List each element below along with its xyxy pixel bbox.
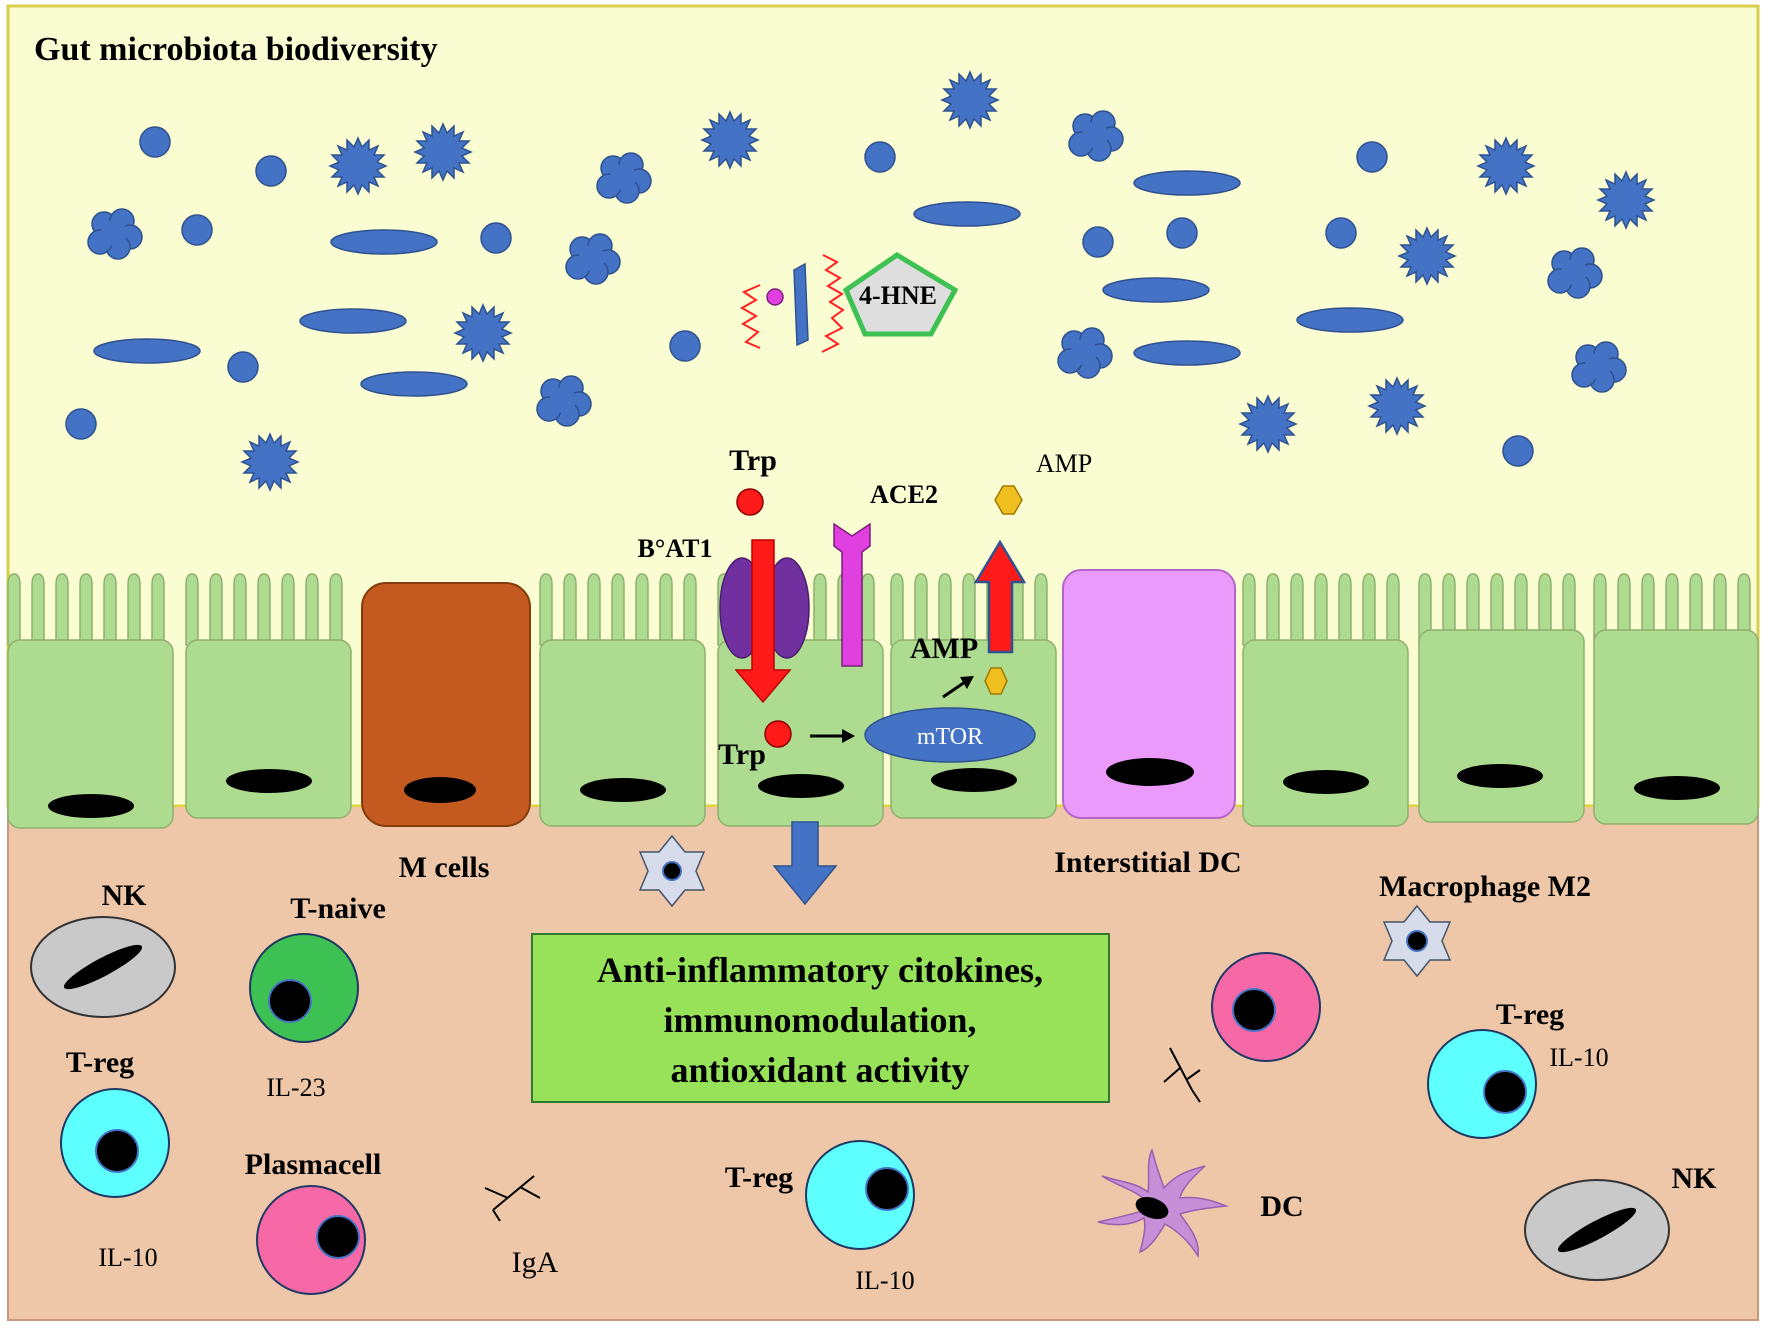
trp-label-inside: Trp xyxy=(718,738,766,771)
nk-cell-right xyxy=(1524,1179,1670,1281)
treg-left-label: T-reg xyxy=(66,1046,134,1079)
membrane-fragment xyxy=(793,262,809,347)
effect-line-2: immunomodulation, xyxy=(663,1000,976,1040)
mtor-label: mTOR xyxy=(917,724,983,750)
il10-right-label: IL-10 xyxy=(1549,1043,1608,1072)
mtor-amp-pathway: mTOR AMP AMP xyxy=(864,449,1092,763)
plasma-cell-right xyxy=(1211,952,1321,1062)
mtor-node xyxy=(864,707,1036,763)
dc-star-left xyxy=(638,834,706,908)
iga-antibody-right xyxy=(1163,1047,1201,1103)
iga-label: IgA xyxy=(512,1246,559,1279)
radical-dot xyxy=(766,288,784,306)
amp-molecule-inside xyxy=(984,667,1008,695)
enterocyte xyxy=(1593,573,1759,825)
amp-efflux-arrow xyxy=(973,539,1027,654)
il23-label: IL-23 xyxy=(266,1073,325,1102)
plasma-cell xyxy=(256,1185,366,1295)
il10-left-label: IL-10 xyxy=(98,1243,157,1272)
enterocyte xyxy=(539,573,706,827)
treg-cell-right xyxy=(1427,1029,1537,1139)
interstitial-dc-cell xyxy=(1062,569,1236,819)
trp-molecule-inside xyxy=(764,720,792,748)
bacteria-rods xyxy=(93,170,1404,397)
amp-label-inside: AMP xyxy=(910,632,978,665)
effect-line-1: Anti-inflammatory citokines, xyxy=(597,950,1043,990)
trp-transport: Trp B°AT1 Trp xyxy=(638,444,855,771)
enterocyte xyxy=(1418,573,1585,823)
effect-line-3: antioxidant activity xyxy=(670,1050,969,1090)
enterocyte xyxy=(7,573,174,829)
macrophage-m2-cell xyxy=(1382,904,1452,978)
effect-arrow xyxy=(772,821,838,906)
t-naive-label: T-naive xyxy=(290,892,386,925)
t-naive-cell xyxy=(249,933,359,1043)
treg-cell-left xyxy=(60,1088,170,1198)
bat1-label: B°AT1 xyxy=(638,534,713,563)
treg-center-label: T-reg xyxy=(725,1161,793,1194)
hne-pentagon xyxy=(842,252,959,337)
enterocyte xyxy=(1242,573,1409,827)
nk-right-label: NK xyxy=(1672,1162,1718,1195)
nk-left-label: NK xyxy=(102,879,148,912)
iga-antibody xyxy=(484,1175,541,1222)
nk-cell-left xyxy=(30,916,176,1018)
dc-label: DC xyxy=(1260,1190,1303,1223)
plasmacell-label: Plasmacell xyxy=(245,1148,382,1181)
m-cells-label: M cells xyxy=(399,851,490,884)
trp-influx-arrow xyxy=(734,539,792,704)
treg-cell-center xyxy=(805,1140,915,1250)
ace2-receptor: ACE2 xyxy=(833,480,938,667)
interstitial-dc-label: Interstitial DC xyxy=(1054,846,1241,879)
epithelium xyxy=(7,569,1759,829)
m-cell xyxy=(361,582,531,827)
bacteria-cocci xyxy=(65,126,1534,467)
enterocyte xyxy=(185,573,352,819)
treg-right-label: T-reg xyxy=(1496,998,1564,1031)
amp-molecule-top xyxy=(994,485,1023,515)
macrophage-m2-label: Macrophage M2 xyxy=(1379,870,1591,903)
hne-label: 4-HNE xyxy=(859,281,937,310)
il10-center-label: IL-10 xyxy=(855,1266,914,1295)
trp-molecule-top xyxy=(736,488,764,516)
dendritic-cell xyxy=(1097,1147,1229,1259)
diagram-title: Gut microbiota biodiversity xyxy=(34,31,438,68)
hne-scavenging: 4-HNE xyxy=(739,252,959,353)
amp-label-top: AMP xyxy=(1036,449,1092,478)
effect-box: Anti-inflammatory citokines, immunomodul… xyxy=(531,933,1110,1103)
ace2-label: ACE2 xyxy=(870,480,938,509)
trp-label-top: Trp xyxy=(729,444,777,477)
